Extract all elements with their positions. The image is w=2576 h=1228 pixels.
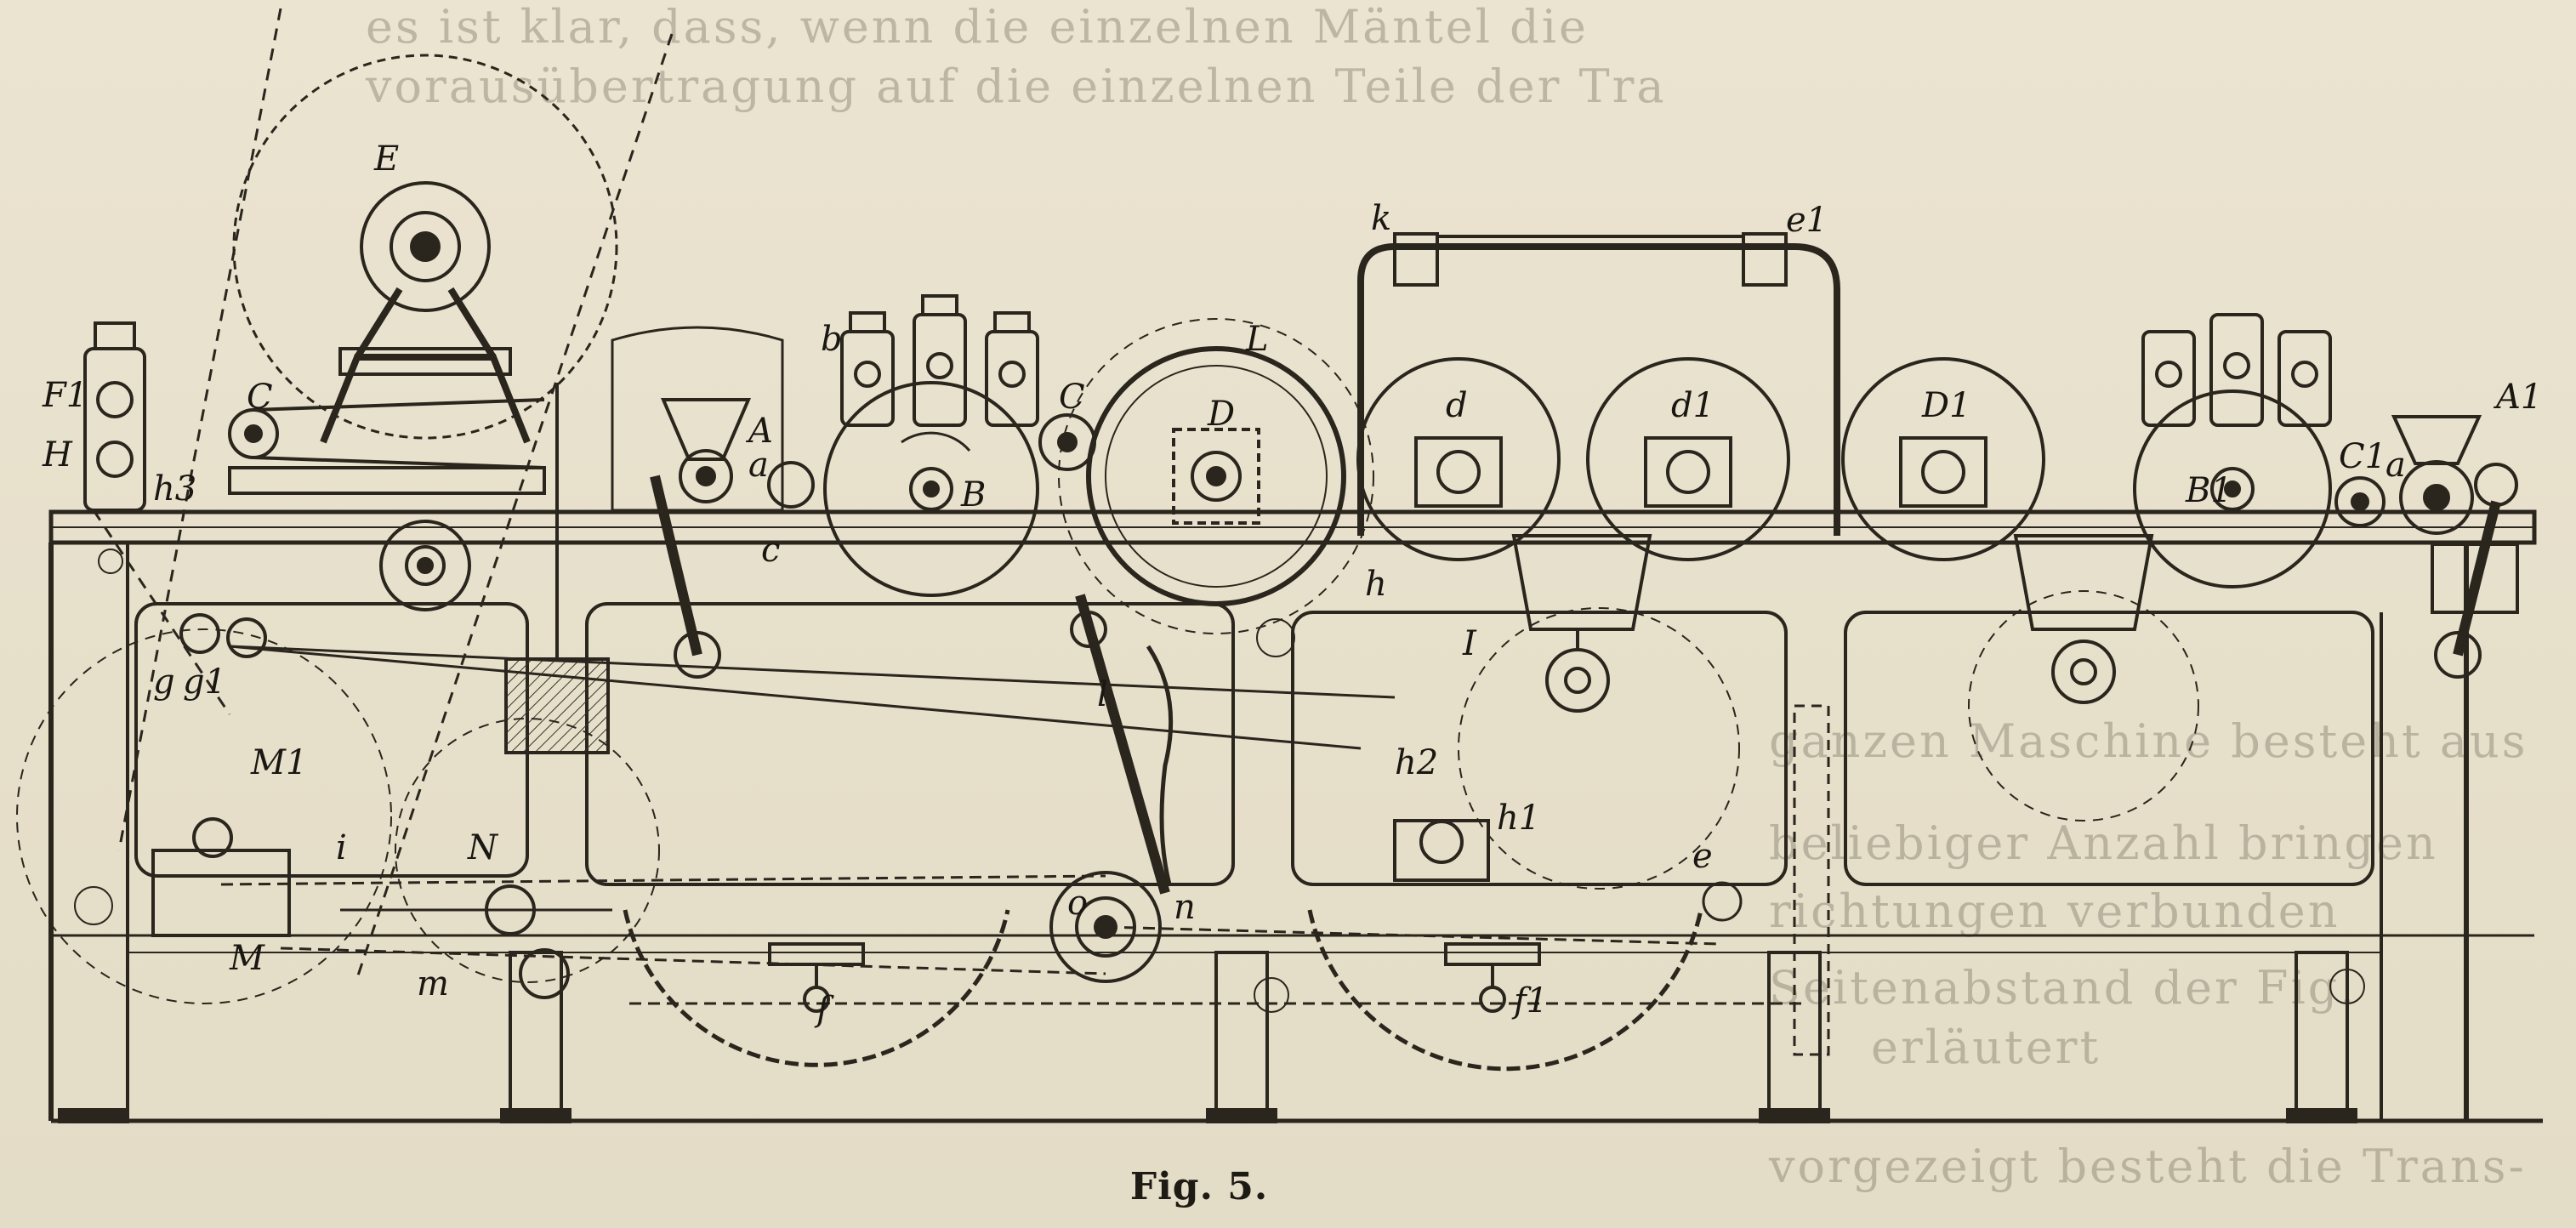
label-A1: A1 [2493, 378, 2542, 417]
label-e1: e1 [1786, 201, 1828, 240]
label-N: N [467, 828, 499, 867]
gear-bed-left [379, 520, 471, 611]
machine-bed [48, 509, 2537, 614]
label-l: l [1097, 675, 1108, 714]
label-c: c [761, 531, 780, 570]
drum-d [1356, 357, 1561, 561]
bleed-through-line-4: beliebiger Anzahl bringen [1769, 816, 2438, 870]
part-labels: E F1 H h3 C A a c b B C D L k e1 d d1 D1… [42, 139, 2542, 1029]
label-f: f [814, 990, 834, 1029]
label-L: L [1245, 320, 1269, 359]
drum-D [1058, 318, 1374, 634]
pulley-m [340, 908, 612, 999]
bleed-through-line-7: erläutert [1871, 1020, 2101, 1074]
drum-d1 [1586, 357, 1790, 561]
drum-lower-f [623, 909, 1010, 1067]
pulley-C-mid [1038, 413, 1096, 471]
label-C-left: C [247, 378, 273, 417]
frame-legs [58, 951, 2357, 1123]
overhead-frame [1357, 232, 1840, 536]
label-i: i [336, 828, 347, 867]
bleed-through-line-3: ganzen Maschine besteht aus [1769, 714, 2528, 768]
feed-lines [92, 8, 674, 979]
label-B: B [960, 475, 986, 515]
bleed-through-line-1: es ist klar, dass, wenn die einzelnen Mä… [366, 0, 1589, 54]
drum-B [823, 381, 1039, 597]
label-M: M [229, 939, 265, 978]
label-h2: h2 [1395, 743, 1438, 782]
hanger-right [1968, 534, 2199, 822]
transmission-belts [220, 645, 1803, 1005]
label-D1: D1 [1921, 386, 1971, 425]
label-o: o [1067, 884, 1088, 923]
label-e: e [1692, 837, 1713, 876]
hanger-I [1458, 534, 1740, 890]
drum-B1 [2133, 389, 2332, 588]
label-C-mid: C [1059, 378, 1085, 417]
label-D: D [1207, 395, 1235, 434]
bleed-through-line-2: vorausübertragung auf die einzelnen Teil… [366, 60, 1667, 113]
label-m: m [417, 964, 449, 1003]
frame-window-4 [1844, 611, 2374, 886]
pulley-C-left [228, 398, 545, 469]
hopper-A1 [2391, 415, 2518, 679]
label-H: H [42, 435, 73, 475]
label-F1: F1 [42, 376, 88, 415]
label-h3: h3 [153, 469, 196, 509]
label-M1: M1 [250, 743, 307, 782]
vertical-belt [1702, 704, 1830, 1056]
hopper-A [611, 326, 815, 679]
bleed-through-line-6: Seitenabstand der Fig. [1769, 961, 2357, 1015]
press-rolls-b [840, 294, 1039, 427]
label-d: d [1446, 386, 1468, 425]
label-k: k [1371, 199, 1391, 238]
label-n: n [1174, 888, 1196, 927]
label-I: I [1462, 624, 1477, 663]
label-B1: B1 [2185, 471, 2232, 510]
pulley-C1 [2334, 476, 2386, 527]
label-a-right: a [2386, 446, 2406, 485]
drum-D1 [1841, 357, 2045, 561]
label-g1: g1 [183, 662, 226, 702]
weight-block [504, 383, 610, 754]
label-g: g [153, 662, 175, 702]
label-h: h [1365, 565, 1387, 604]
bed-bolts [74, 549, 2365, 1013]
reel-E [228, 54, 618, 495]
bearing-h1 [1393, 819, 1490, 882]
label-f1: f1 [1511, 981, 1548, 1020]
label-h1: h1 [1497, 799, 1540, 838]
stand-F1 [83, 321, 146, 512]
press-rolls-b-right [2141, 313, 2332, 427]
bleed-through-line-5: richtungen verbunden [1769, 884, 2340, 938]
label-A: A [745, 412, 773, 451]
lever-l [1070, 594, 1174, 895]
label-d1: d1 [1671, 386, 1714, 425]
label-a: a [748, 446, 769, 485]
frame-window-2 [585, 602, 1235, 886]
label-b: b [821, 320, 843, 359]
label-E: E [373, 139, 399, 179]
drum-lower-f1 [1307, 909, 1703, 1072]
figure-caption: Fig. 5. [1129, 1165, 1269, 1208]
bleed-through-line-8: vorgezeigt besteht die Trans- [1769, 1140, 2527, 1193]
label-C1: C1 [2339, 437, 2386, 476]
flywheel-M [16, 613, 392, 1004]
frame-window-3 [1291, 611, 1788, 886]
